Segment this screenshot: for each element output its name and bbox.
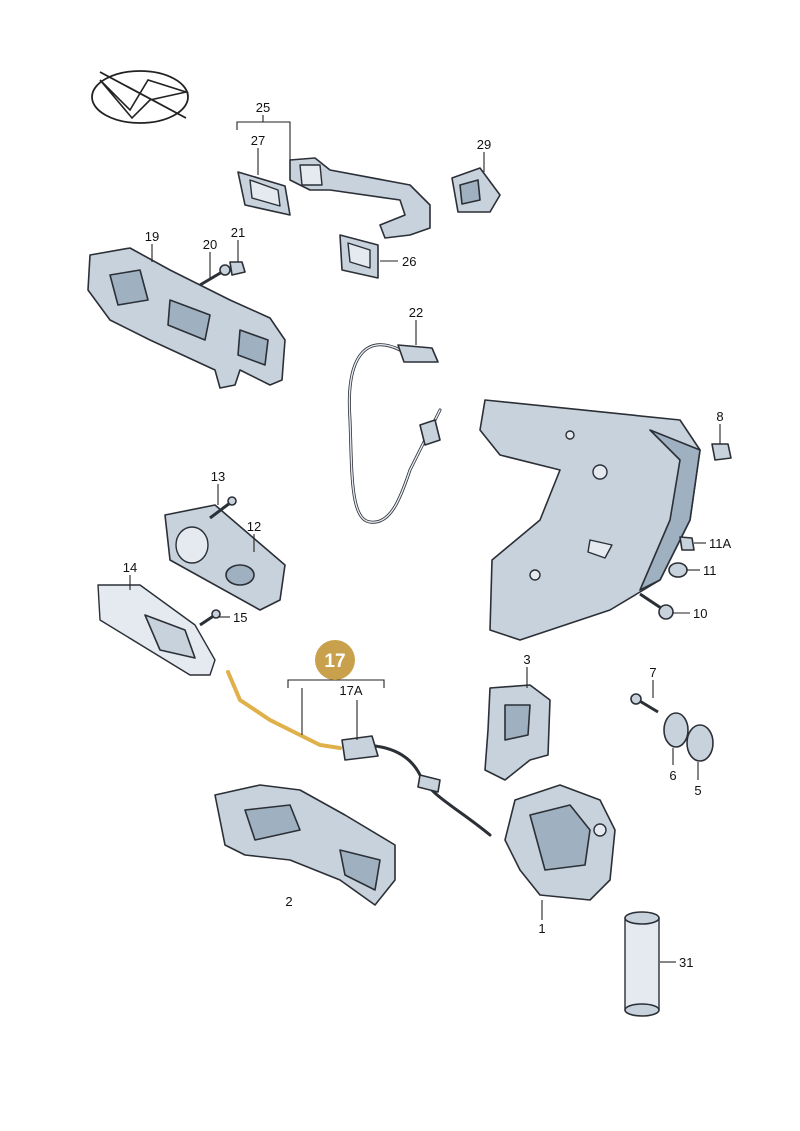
brand-logo <box>91 70 190 124</box>
label-29: 29 <box>477 137 491 152</box>
screw-20 <box>199 264 231 287</box>
washer-11 <box>668 562 688 578</box>
label-1: 1 <box>538 921 545 936</box>
label-14: 14 <box>123 560 137 575</box>
label-17a: 17A <box>339 683 362 698</box>
label-13: 13 <box>211 469 225 484</box>
badge-label-17: 17 <box>324 651 345 672</box>
bowden-cable-22 <box>347 343 442 524</box>
label-22: 22 <box>409 305 423 320</box>
bracket-3 <box>484 684 551 781</box>
label-7: 7 <box>649 665 656 680</box>
door-frame-panel <box>479 399 701 641</box>
inner-handle-housing-12 <box>164 504 286 611</box>
door-lock-1 <box>504 784 616 901</box>
gasket-27 <box>237 171 291 216</box>
nut-8 <box>711 443 732 461</box>
label-25: 25 <box>256 100 270 115</box>
label-10: 10 <box>693 606 707 621</box>
washer-6 <box>663 712 689 748</box>
handle-bracket-19 <box>87 247 286 389</box>
lock-cylinder-cap-29 <box>451 167 501 213</box>
nut-11a <box>679 536 695 551</box>
nut-21 <box>229 261 246 276</box>
outer-door-handle-25 <box>289 157 431 239</box>
label-19: 19 <box>145 229 159 244</box>
label-11a: 11A <box>709 536 731 551</box>
screw-10 <box>639 592 674 620</box>
label-5: 5 <box>694 783 701 798</box>
label-21: 21 <box>231 225 245 240</box>
label-15: 15 <box>233 610 247 625</box>
screw-13 <box>209 496 237 520</box>
label-6: 6 <box>669 768 676 783</box>
washer-5 <box>686 724 714 762</box>
gasket-26 <box>339 234 379 279</box>
label-31: 31 <box>679 955 693 970</box>
grease-tube-31 <box>624 911 660 1017</box>
carrier-plate-2 <box>214 784 396 906</box>
label-27: 27 <box>251 133 265 148</box>
release-cable-17 <box>226 670 492 837</box>
inner-handle-trim-14 <box>97 584 216 676</box>
label-3: 3 <box>523 652 530 667</box>
screw-7 <box>630 693 659 714</box>
label-20: 20 <box>203 237 217 252</box>
label-12: 12 <box>247 519 261 534</box>
label-8: 8 <box>716 409 723 424</box>
label-11: 11 <box>703 563 717 578</box>
highlight-badge[interactable]: 17 <box>315 640 355 680</box>
label-26: 26 <box>402 254 416 269</box>
screw-15 <box>199 609 221 627</box>
label-2: 2 <box>285 894 292 909</box>
